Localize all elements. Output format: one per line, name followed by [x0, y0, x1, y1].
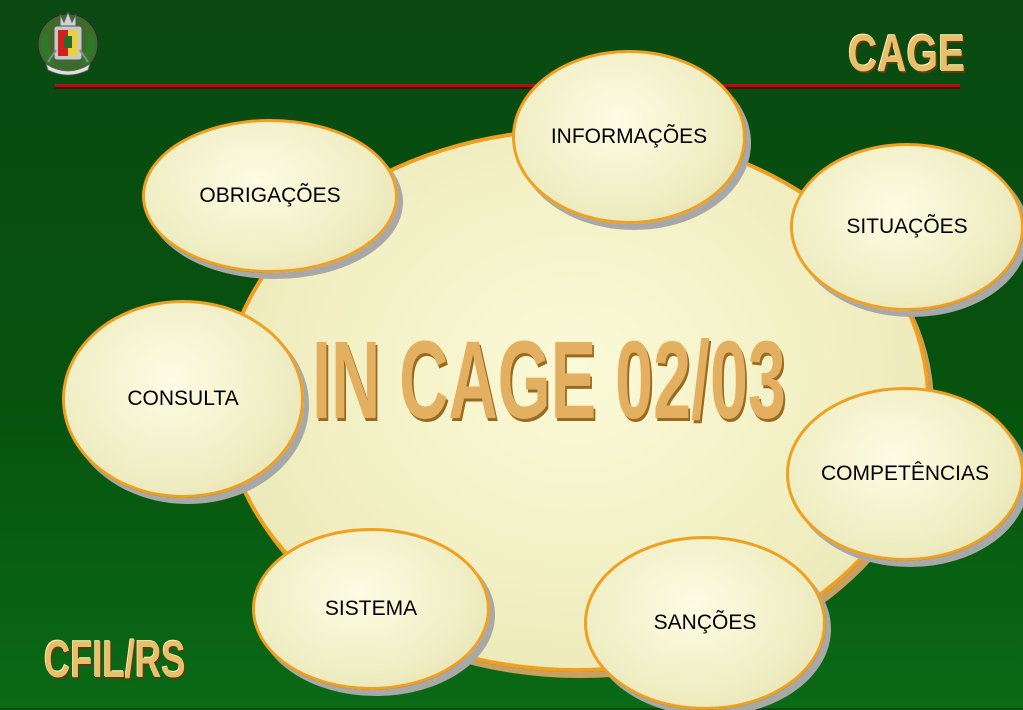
bubble-situacoes[interactable]: SITUAÇÕES	[790, 143, 1023, 311]
bubble-label: OBRIGAÇÕES	[199, 184, 341, 207]
bubble-consulta[interactable]: CONSULTA	[62, 300, 304, 498]
bubble-sancoes[interactable]: SANÇÕES	[584, 536, 826, 710]
bubble-label: SANÇÕES	[653, 611, 757, 634]
coat-of-arms-icon	[34, 4, 102, 78]
bubble-sistema[interactable]: SISTEMA	[252, 528, 490, 690]
bubble-competencias[interactable]: COMPETÊNCIAS	[786, 387, 1023, 561]
bubble-label: COMPETÊNCIAS	[820, 462, 990, 485]
header-divider	[55, 84, 960, 87]
bubble-label: CONSULTA	[127, 387, 239, 410]
bubble-label: SITUAÇÕES	[846, 215, 968, 238]
bubble-obrigacoes[interactable]: OBRIGAÇÕES	[142, 119, 398, 273]
bubble-label: INFORMAÇÕES	[550, 125, 708, 148]
center-title: IN CAGE 02/03	[312, 319, 786, 442]
footer-label: CFIL/RS	[44, 631, 186, 689]
bubble-informacoes[interactable]: INFORMAÇÕES	[512, 50, 746, 224]
bubble-label: SISTEMA	[324, 597, 418, 620]
header-title: CAGE	[848, 25, 966, 83]
